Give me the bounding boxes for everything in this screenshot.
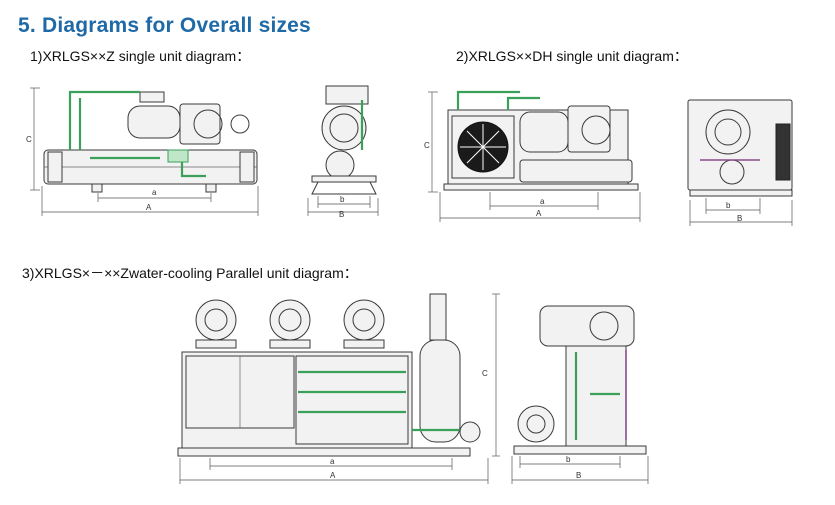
dim-label-C-3: C <box>482 369 488 378</box>
dim-label-B-2: B <box>737 214 742 223</box>
dim-label-b-3: b <box>566 455 571 464</box>
caption-diagram-2: 2)XRLGS××DH single unit diagram： <box>456 48 688 64</box>
dim-label-A-1: A <box>146 203 152 212</box>
dim-label-b-1: b <box>340 195 345 204</box>
dim-label-A-3: A <box>330 471 336 480</box>
diagram-1-side-view <box>307 85 379 216</box>
dim-label-B-3: B <box>576 471 581 480</box>
dim-label-a-2: a <box>540 197 545 206</box>
dim-label-A-2: A <box>536 209 542 218</box>
dim-label-C-2: C <box>424 141 430 150</box>
diagram-3-front-view <box>177 293 500 484</box>
diagram-2-front-view <box>428 90 641 222</box>
section-heading: 5. Diagrams for Overall sizes <box>18 14 311 37</box>
caption-diagram-1: 1)XRLGS××Z single unit diagram： <box>30 48 251 64</box>
dim-label-b-2: b <box>726 201 731 210</box>
diagram-2-side-view <box>687 99 793 226</box>
dim-label-C-1: C <box>26 135 32 144</box>
dim-label-a-3: a <box>330 457 335 466</box>
caption-diagram-3: 3)XRLGS×－××Zwater-cooling Parallel unit … <box>22 265 358 281</box>
dim-label-B-1: B <box>339 210 344 219</box>
diagram-3-side-view <box>511 305 649 484</box>
diagram-1-front-view <box>30 87 259 216</box>
dim-label-a-1: a <box>152 188 157 197</box>
